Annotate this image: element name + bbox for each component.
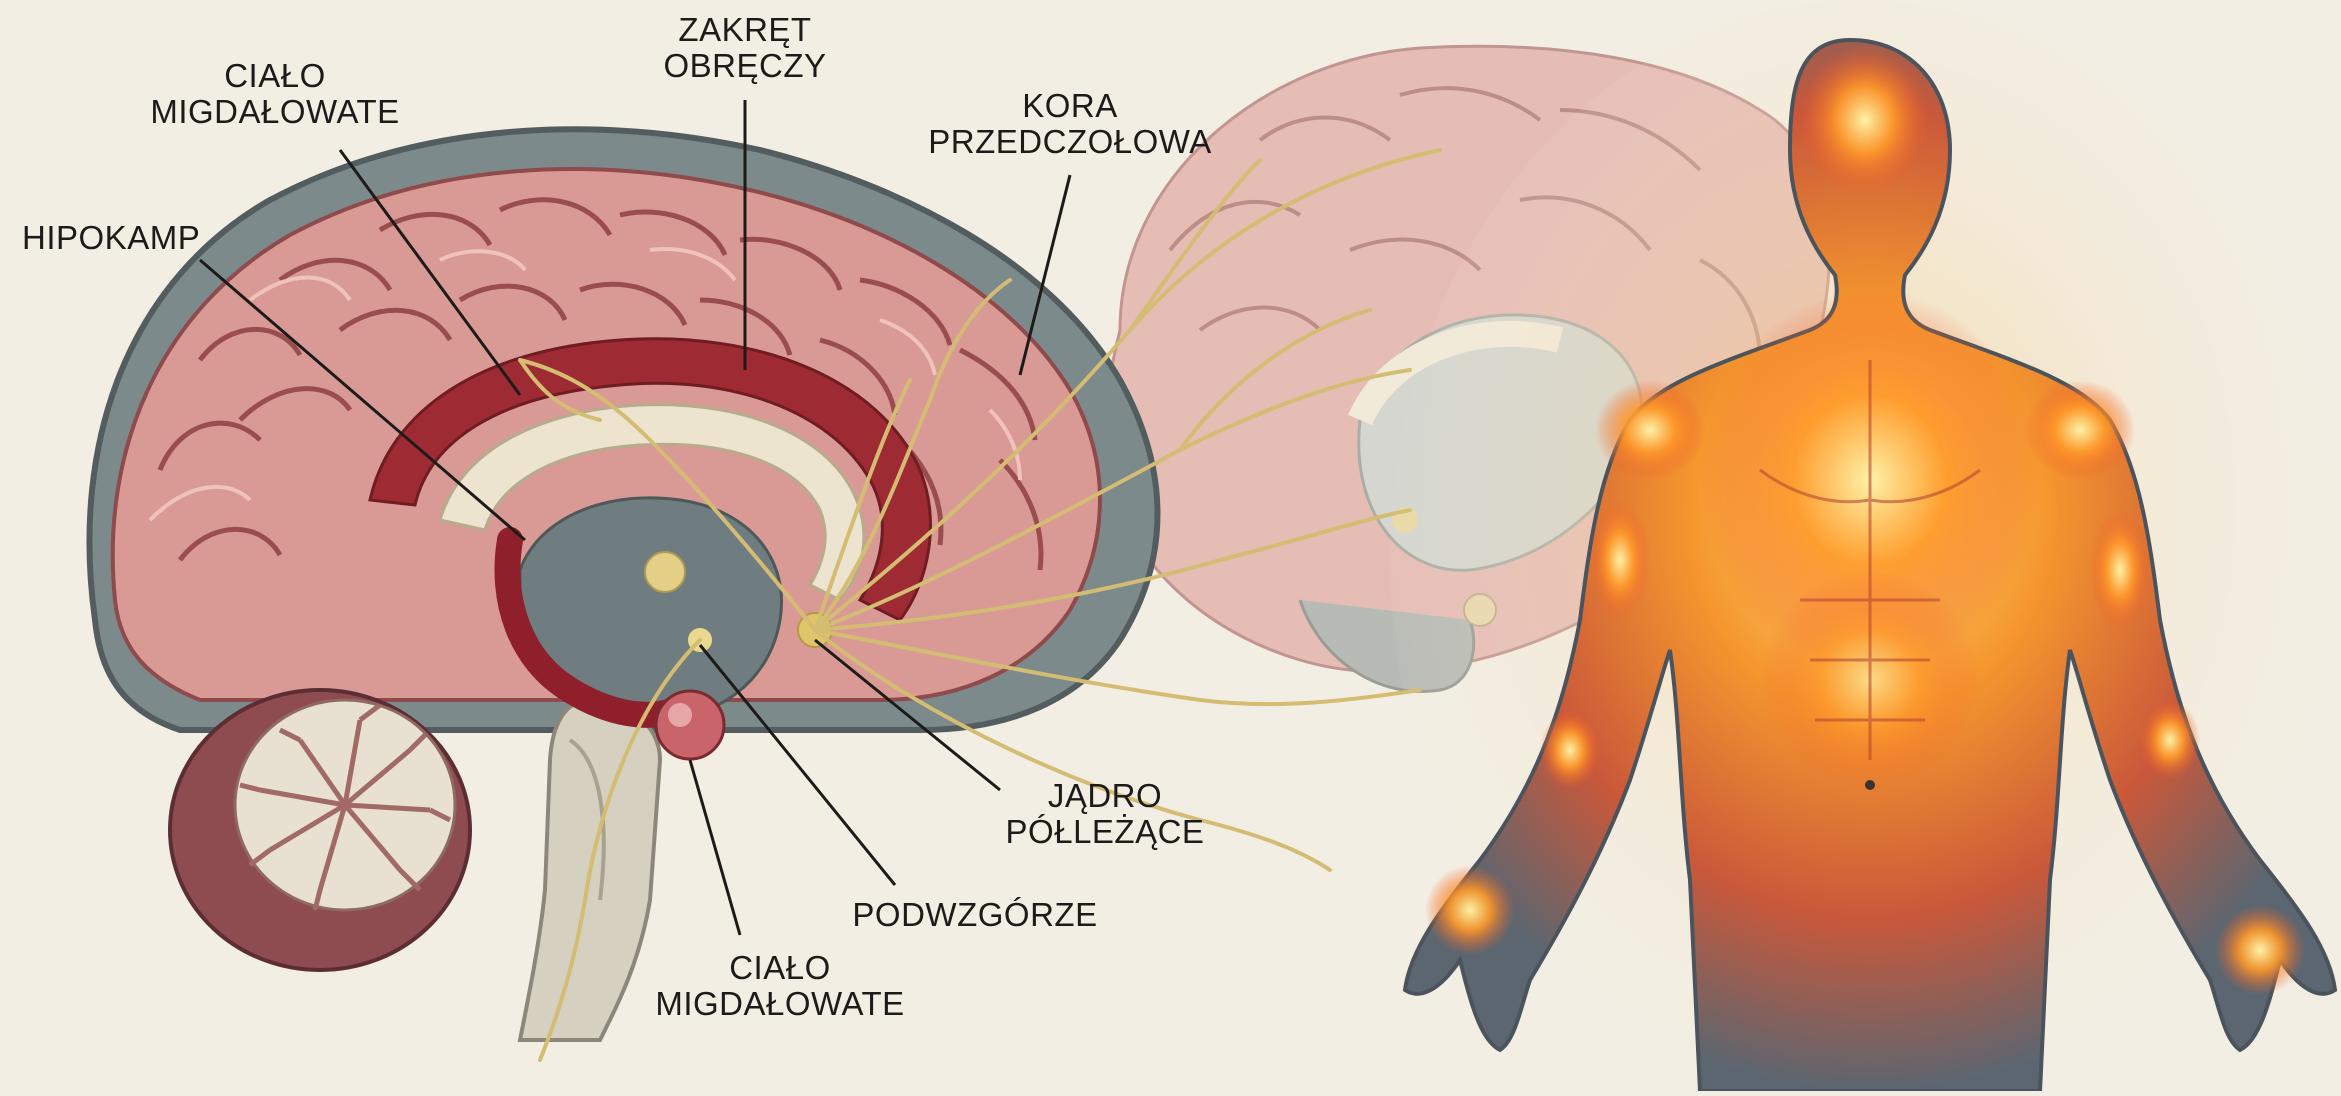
- amygdala-highlight: [668, 703, 692, 727]
- label-line: ZAKRĘT: [650, 12, 840, 48]
- shoulder-glow-right: [2025, 380, 2135, 480]
- label-cialo-migdalowate-top: CIAŁO MIGDAŁOWATE: [140, 58, 410, 130]
- thalamus-node: [645, 552, 685, 592]
- label-line: CIAŁO: [140, 58, 410, 94]
- label-line: PODWZGÓRZE: [830, 897, 1120, 933]
- arm-glow-left: [1590, 500, 1650, 620]
- label-kora-przedczolowa: KORA PRZEDCZOŁOWA: [915, 88, 1225, 160]
- label-line: PRZEDCZOŁOWA: [915, 124, 1225, 160]
- hand-glow-left: [1425, 865, 1515, 955]
- label-line: MIGDAŁOWATE: [640, 986, 920, 1022]
- head-glow: [1800, 45, 1930, 195]
- human-figure: [1390, 0, 2335, 1091]
- label-line: HIPOKAMP: [22, 220, 200, 256]
- label-hipokamp: HIPOKAMP: [22, 220, 200, 256]
- label-zakret-obreczy: ZAKRĘT OBRĘCZY: [650, 12, 840, 84]
- label-jadro-polle-zace: JĄDRO PÓŁLEŻĄCE: [975, 778, 1235, 850]
- forearm-glow-right: [2140, 700, 2200, 780]
- label-line: CIAŁO: [640, 950, 920, 986]
- label-podwzgorze: PODWZGÓRZE: [830, 897, 1120, 933]
- forearm-glow-left: [1540, 710, 1600, 790]
- label-cialo-migdalowate-bottom: CIAŁO MIGDAŁOWATE: [640, 950, 920, 1022]
- navel: [1865, 780, 1875, 790]
- label-line: MIGDAŁOWATE: [140, 94, 410, 130]
- label-line: JĄDRO: [975, 778, 1235, 814]
- label-line: KORA: [915, 88, 1225, 124]
- label-line: PÓŁLEŻĄCE: [975, 814, 1235, 850]
- shoulder-glow-left: [1595, 380, 1705, 480]
- arm-glow-right: [2090, 510, 2150, 630]
- hand-glow-right: [2215, 905, 2305, 995]
- label-line: OBRĘCZY: [650, 48, 840, 84]
- amygdala: [656, 691, 724, 759]
- leader-line-cialo-migdalowate-bottom: [690, 760, 740, 935]
